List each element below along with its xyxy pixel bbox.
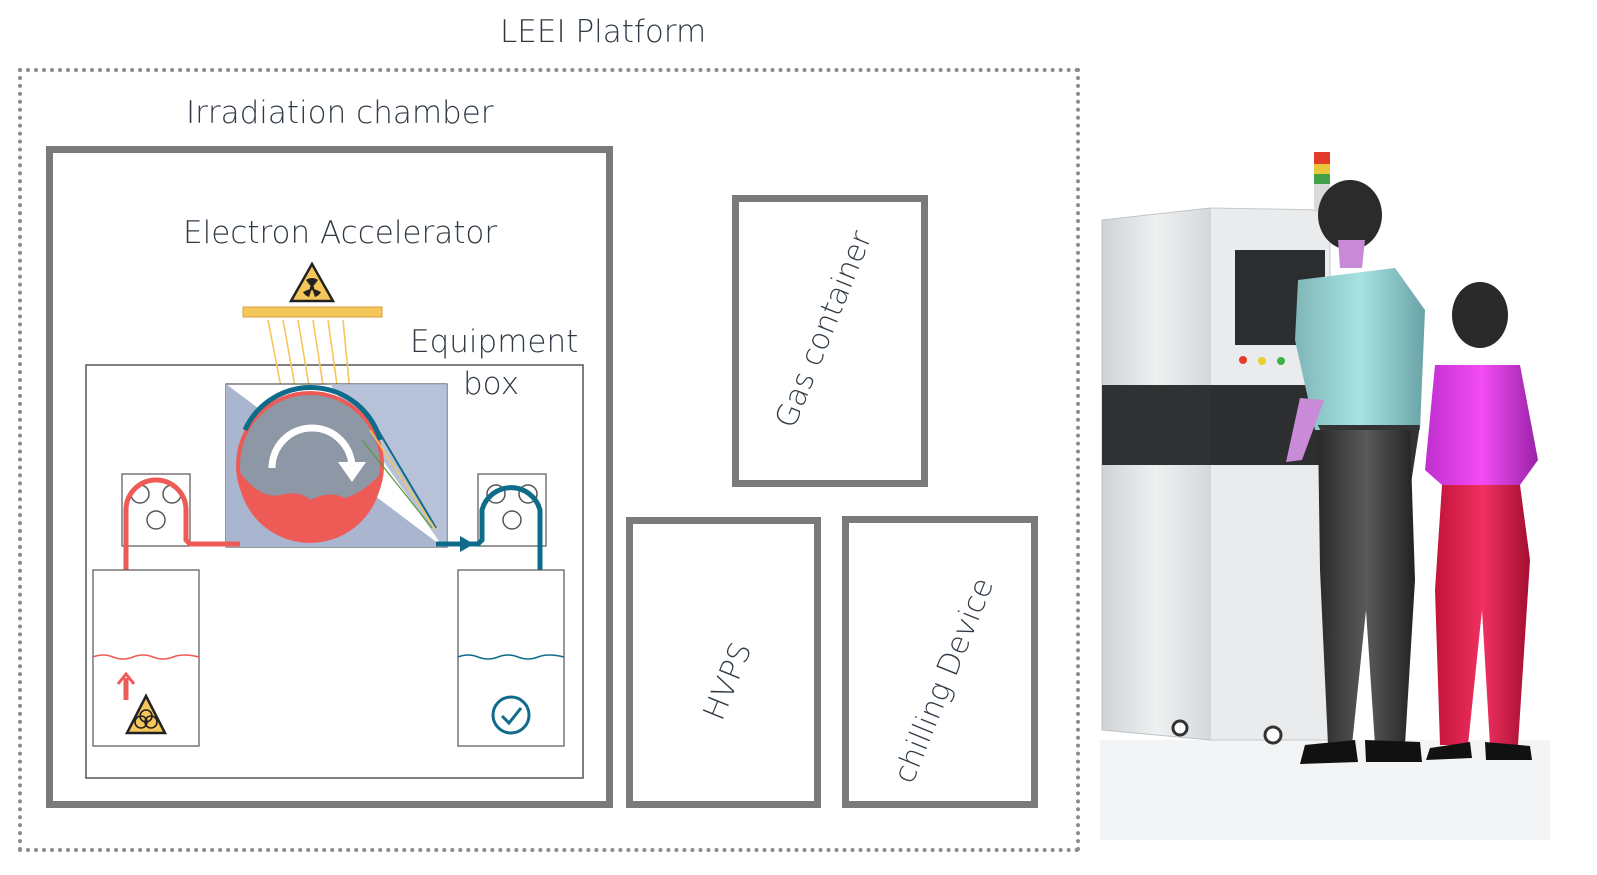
irradiation-chamber-box	[46, 146, 613, 808]
radiation-warning-icon	[288, 261, 336, 303]
operator-woman	[1425, 282, 1538, 760]
biohazard-warning-icon	[124, 693, 168, 735]
gas-container-label: Gas container	[768, 226, 880, 433]
operator-man	[1286, 180, 1425, 764]
platform-boundary	[18, 68, 1080, 852]
output-tank	[457, 569, 565, 747]
drum-liquid	[237, 470, 382, 544]
gas-container-box: Gas container	[732, 195, 928, 487]
feed-line	[123, 477, 240, 690]
platform-title: LEEI Platform	[500, 14, 707, 50]
equipment-box-label-line2: box	[463, 366, 520, 402]
chamber-title: Irradiation chamber	[186, 95, 494, 131]
rotation-arrow-icon	[268, 424, 366, 482]
accelerator-label: Electron Accelerator	[183, 215, 498, 251]
hvps-box: HVPS	[626, 517, 821, 808]
chilling-device-box: chilling Device	[842, 516, 1038, 808]
equipment-box-label-line1: Equipment	[410, 324, 579, 360]
output-line	[436, 485, 543, 632]
chilling-device-label: chilling Device	[886, 572, 1002, 789]
checkmark-circle-icon	[491, 695, 531, 735]
accelerator-bar	[242, 306, 383, 318]
electron-beam-arrows	[267, 319, 357, 396]
machine-with-operators-illustration	[1100, 152, 1550, 840]
right-pump-housing	[477, 473, 547, 547]
hvps-label: HVPS	[696, 637, 760, 726]
left-pump-housing	[121, 473, 191, 547]
